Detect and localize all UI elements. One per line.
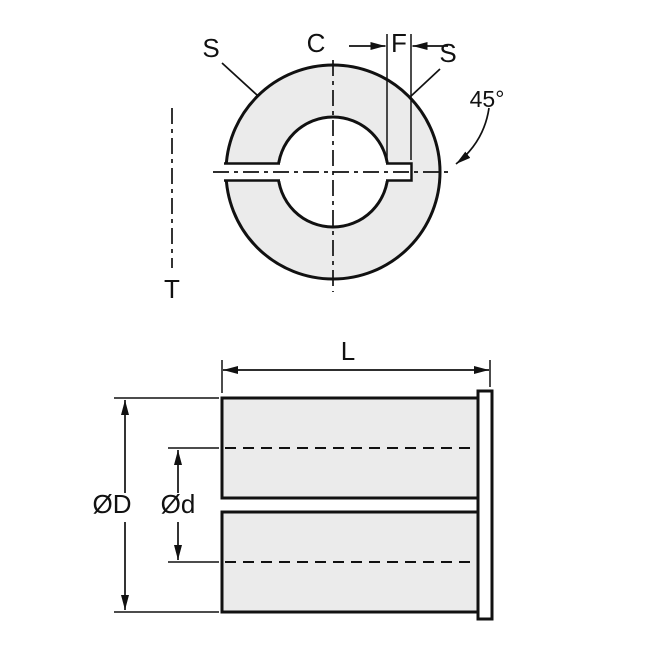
outer-diameter-label: ØD — [93, 489, 132, 519]
top-view: S C F S 45° T — [164, 28, 504, 304]
bore-diameter-label: Ød — [161, 489, 196, 519]
angle-label: 45° — [470, 86, 505, 112]
centerline-label: C — [307, 28, 326, 58]
slot-label-right: S — [439, 38, 456, 68]
s-left-leader-line — [221, 62, 258, 96]
body-lower-half — [220, 510, 480, 614]
keyway-outline — [386, 162, 413, 182]
body-upper-half — [220, 396, 480, 500]
keyway-width-label: F — [391, 28, 407, 58]
tangent-label: T — [164, 274, 180, 304]
angle-arc-arrow — [455, 107, 490, 165]
length-label: L — [341, 336, 355, 366]
slot-label-left: S — [202, 33, 219, 63]
side-view: L ØD Ød — [93, 336, 494, 621]
s-right-leader-line — [409, 68, 441, 98]
slot-outline — [224, 162, 280, 182]
flange — [476, 389, 494, 621]
